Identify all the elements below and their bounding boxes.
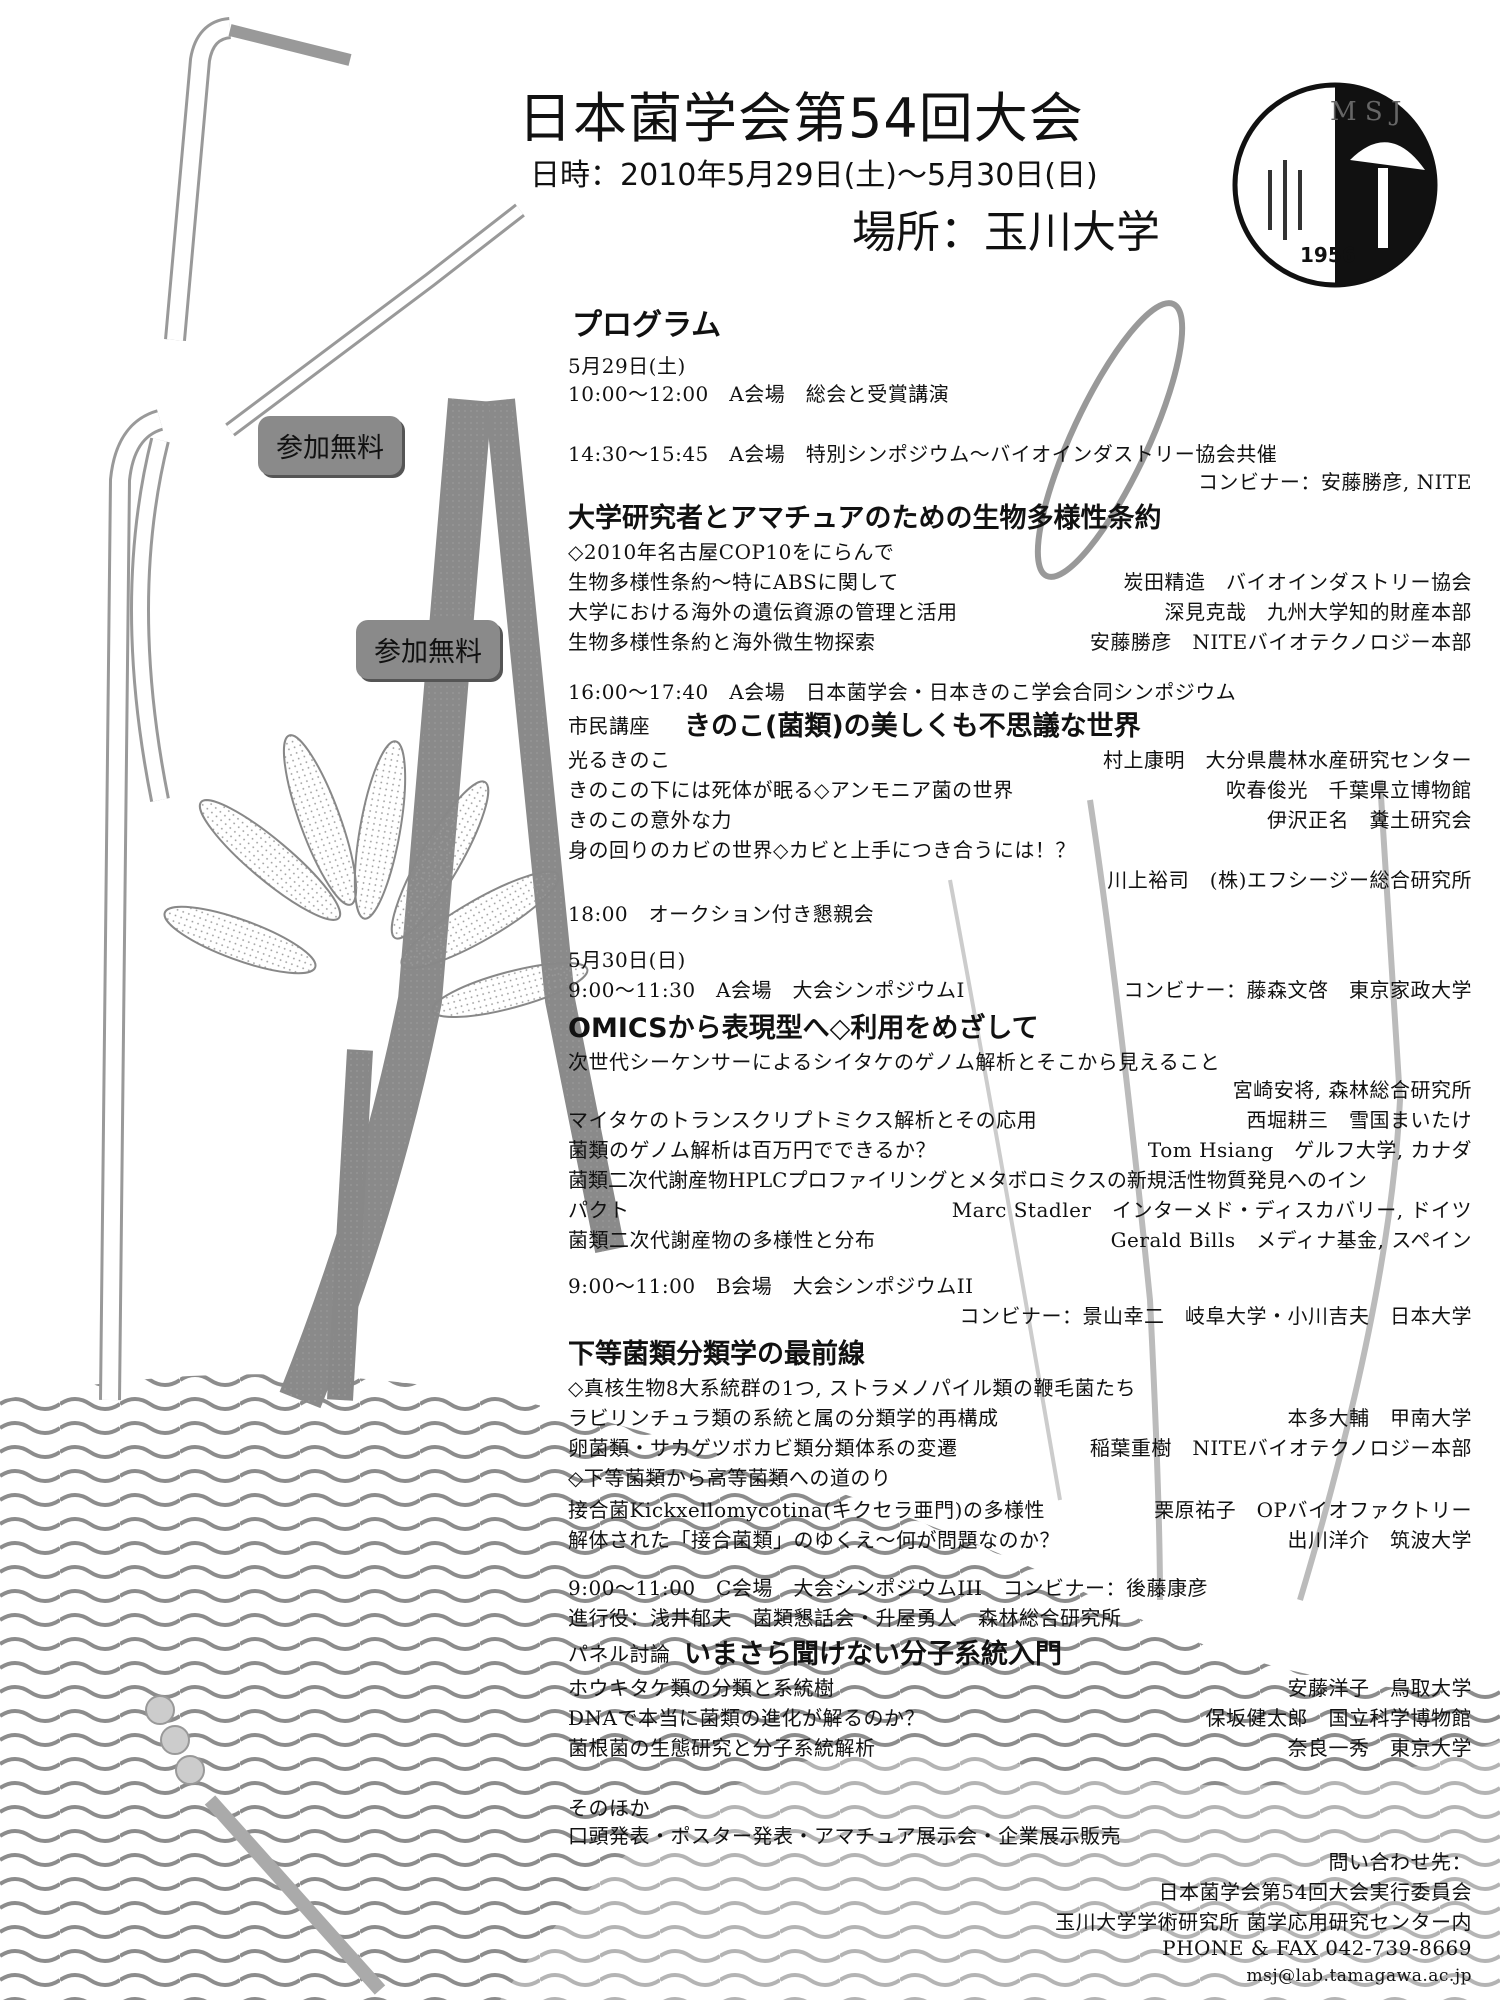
- contact-label: 問い合わせ先：: [1328, 1850, 1472, 1874]
- talk-title: マイタケのトランスクリプトミクス解析とその応用: [568, 1108, 1038, 1132]
- talk-speaker: 宮崎安将, 森林総合研究所: [1232, 1078, 1472, 1102]
- talk-speaker: 栗原祐子 OPバイオファクトリー: [1154, 1498, 1472, 1522]
- day2-label: 5月30日(日): [568, 948, 686, 972]
- talk-speaker: 稲葉重樹 NITEバイオテクノロジー本部: [1089, 1436, 1472, 1460]
- session-1: 10:00～12:00 A会場 総会と受賞講演: [568, 382, 950, 406]
- program-heading: プログラム: [572, 308, 722, 343]
- contact-phone: PHONE & FAX 042-739-8669: [1162, 1936, 1472, 1960]
- day1-label: 5月29日(土): [568, 354, 686, 378]
- talk-title: 次世代シーケンサーによるシイタケのゲノム解析とそこから見えること: [568, 1050, 1221, 1074]
- session-2-convener: コンビナー：安藤勝彦, NITE: [1197, 470, 1472, 494]
- session-2-title: 大学研究者とアマチュアのための生物多様性条約: [568, 503, 1162, 534]
- session-5: 9:00～11:30 A会場 大会シンポジウムI: [568, 978, 965, 1002]
- talk-speaker: 出川洋介 筑波大学: [1287, 1528, 1472, 1552]
- talk-title: DNAで本当に菌類の進化が解るのか？: [568, 1706, 925, 1730]
- session-5-title: OMICSから表現型へ◇利用をめざして: [568, 1013, 1039, 1044]
- talk-title: ホウキタケ類の分類と系統樹: [568, 1676, 835, 1700]
- session-6-subtitle-1: ◇真核生物8大系統群の1つ, ストラメノパイル類の鞭毛菌たち: [568, 1376, 1136, 1400]
- talk-speaker: 伊沢正名 糞土研究会: [1267, 808, 1472, 832]
- session-7-title: いまさら聞けない分子系統入門: [684, 1639, 1062, 1670]
- talk-speaker: 吹春俊光 千葉県立博物館: [1226, 778, 1472, 802]
- talk-speaker: 西堀耕三 雪国まいたけ: [1246, 1108, 1472, 1132]
- other-label: そのほか: [568, 1796, 650, 1820]
- session-6-convener: コンビナー：景山幸二 岐阜大学・小川吉夫 日本大学: [959, 1304, 1472, 1328]
- talk-speaker: 深見克哉 九州大学知的財産本部: [1164, 600, 1472, 624]
- free-badge-2: 参加無料: [356, 620, 500, 679]
- contact-org2: 玉川大学学術研究所 菌学応用研究センター内: [1055, 1910, 1472, 1934]
- talk-title: 光るきのこ: [568, 748, 671, 772]
- session-7-moderator: 進行役：浅井郁夫 菌類懇話会・升屋勇人 森林総合研究所: [568, 1606, 1122, 1630]
- talk-title: 卵菌類・サカゲツボカビ類分類体系の変遷: [568, 1436, 958, 1460]
- talk-title: 生物多様性条約～特にABSに関して: [568, 570, 899, 594]
- mushroom-logo-icon: M S J 1956: [1232, 82, 1438, 288]
- talk-speaker: 炭田精造 バイオインダストリー協会: [1123, 570, 1472, 594]
- logo-letter-m: M S J: [1330, 97, 1401, 127]
- talk-speaker: Gerald Bills メディナ基金, スペイン: [1110, 1228, 1472, 1252]
- talk-title: 身の回りのカビの世界◇カビと上手につき合うには！？: [568, 838, 1076, 862]
- talk-speaker: 本多大輔 甲南大学: [1287, 1406, 1472, 1430]
- talk-title: 生物多様性条約と海外微生物探索: [568, 630, 876, 654]
- talk-title: きのこの意外な力: [568, 808, 732, 832]
- logo-year: 1956: [1300, 243, 1356, 267]
- event-date: 日時：2010年5月29日(土)～5月30日(日): [530, 158, 1098, 193]
- session-3-label: 市民講座: [568, 714, 650, 738]
- talk-title: 菌類のゲノム解析は百万円でできるか？: [568, 1138, 936, 1162]
- talk-speaker: 村上康明 大分県農林水産研究センター: [1103, 748, 1472, 772]
- talk-title: 菌類二次代謝産物の多様性と分布: [568, 1228, 876, 1252]
- talk-title: 接合菌Kickxellomycotina(キクセラ亜門)の多様性: [568, 1498, 1045, 1522]
- other-events: 口頭発表・ポスター発表・アマチュア展示会・企業展示販売: [568, 1824, 1122, 1848]
- session-6-title: 下等菌類分類学の最前線: [568, 1339, 865, 1370]
- talk-title: きのこの下には死体が眠る◇アンモニア菌の世界: [568, 778, 1014, 802]
- talk-title-cont: パクト: [568, 1198, 630, 1222]
- session-3-title: きのこ(菌類)の美しくも不思議な世界: [684, 711, 1141, 742]
- event-place: 場所：玉川大学: [852, 207, 1160, 258]
- session-6-subtitle-2: ◇下等菌類から高等菌類への道のり: [568, 1466, 892, 1490]
- contact-email[interactable]: msj@lab.tamagawa.ac.jp: [1246, 1966, 1472, 1986]
- talk-speaker: 奈良一秀 東京大学: [1287, 1736, 1472, 1760]
- talk-title: ラビリンチュラ類の系統と属の分類学的再構成: [568, 1406, 999, 1430]
- session-3: 16:00～17:40 A会場 日本菌学会・日本きのこ学会合同シンポジウム: [568, 680, 1237, 704]
- talk-speaker: Marc Stadler インターメド・ディスカバリー, ドイツ: [951, 1198, 1472, 1222]
- talk-title: 菌根菌の生態研究と分子系統解析: [568, 1736, 876, 1760]
- session-2-subtitle: ◇2010年名古屋COP10をにらんで: [568, 540, 895, 564]
- talk-speaker: 川上裕司 (株)エフシージー総合研究所: [1107, 868, 1472, 892]
- talk-speaker: 安藤洋子 鳥取大学: [1287, 1676, 1472, 1700]
- free-badge-1: 参加無料: [258, 416, 402, 475]
- session-7-label: パネル討論: [568, 1642, 671, 1666]
- session-5-convener: コンビナー：藤森文啓 東京家政大学: [1123, 978, 1472, 1002]
- talk-speaker: 保坂健太郎 国立科学博物館: [1205, 1706, 1472, 1730]
- session-4: 18:00 オークション付き懇親会: [568, 902, 875, 926]
- talk-title: 菌類二次代謝産物HPLCプロファイリングとメタボロミクスの新規活性物質発見へのイ…: [568, 1168, 1367, 1192]
- talk-title: 解体された「接合菌類」のゆくえ～何が問題なのか？: [568, 1528, 1060, 1552]
- talk-speaker: 安藤勝彦 NITEバイオテクノロジー本部: [1089, 630, 1472, 654]
- session-7: 9:00～11:00 C会場 大会シンポジウムIII コンビナー：後藤康彦: [568, 1576, 1209, 1600]
- session-6: 9:00～11:00 B会場 大会シンポジウムII: [568, 1274, 974, 1298]
- talk-speaker: Tom Hsiang ゲルフ大学, カナダ: [1147, 1138, 1472, 1162]
- contact-org: 日本菌学会第54回大会実行委員会: [1158, 1880, 1472, 1904]
- talk-title: 大学における海外の遺伝資源の管理と活用: [568, 600, 958, 624]
- session-2: 14:30～15:45 A会場 特別シンポジウム～バイオインダストリー協会共催: [568, 442, 1278, 466]
- page-title: 日本菌学会第54回大会: [518, 87, 1084, 150]
